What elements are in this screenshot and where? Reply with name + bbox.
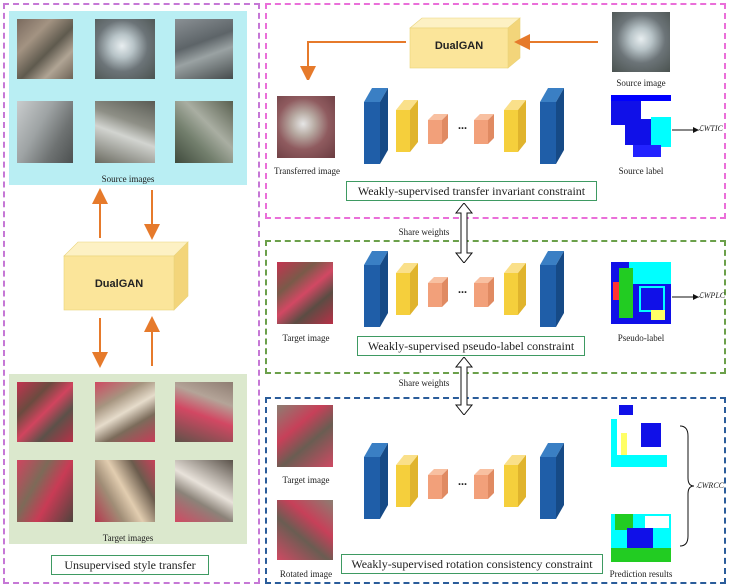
mid-loss-arrow	[672, 294, 699, 300]
rotated-image-label: Rotated image	[279, 569, 333, 579]
style-transfer-title: Unsupervised style transfer	[51, 555, 209, 575]
pseudo-label-title: Weakly-supervised pseudo-label constrain…	[357, 336, 585, 356]
target-images-caption: Target images	[102, 533, 154, 543]
source-image-thumb	[95, 101, 155, 163]
top-gan-arrows	[300, 34, 598, 80]
source-label-map	[611, 95, 671, 157]
transferred-image	[277, 96, 335, 158]
share-weights-label-2: Share weights	[398, 378, 450, 388]
source-image-label: Source image	[616, 78, 666, 88]
mid-loss-label: ℒWPLC	[698, 291, 726, 300]
target-image-label: Target image	[282, 333, 330, 343]
source-images-caption: Source images	[101, 174, 155, 184]
target-image-bottom	[277, 405, 333, 467]
top-network	[364, 88, 564, 164]
rotated-image	[277, 500, 333, 560]
rotation-consistency-title: Weakly-supervised rotation consistency c…	[341, 554, 603, 574]
transfer-invariant-panel	[265, 3, 726, 219]
left-dualgan-label: DualGAN	[94, 278, 144, 290]
prediction-results-label: Prediction results	[609, 569, 673, 579]
source-image-thumb	[17, 19, 73, 79]
target-image-thumb	[95, 382, 155, 442]
prediction-result-1	[611, 405, 671, 467]
share-weights-arrow-1	[454, 203, 474, 263]
prediction-brace	[679, 425, 695, 547]
top-loss-arrow	[672, 127, 699, 133]
target-image-thumb	[175, 382, 233, 442]
transferred-image-label: Transferred image	[274, 166, 340, 176]
target-image-thumb	[17, 460, 73, 522]
target-image-label-bottom: Target image	[282, 475, 330, 485]
source-image-thumb	[95, 19, 155, 79]
source-label-caption: Source label	[618, 166, 664, 176]
source-image	[612, 12, 670, 72]
style-transfer-panel	[3, 3, 260, 584]
pseudo-label-map	[611, 262, 671, 324]
source-image-thumb	[175, 19, 233, 79]
top-dualgan-box	[409, 17, 521, 69]
share-weights-label-1: Share weights	[398, 227, 450, 237]
arrow-gan-to-transferred	[300, 41, 406, 80]
target-image-thumb	[17, 382, 73, 442]
source-image-thumb	[17, 101, 73, 163]
share-weights-arrow-2	[454, 357, 474, 415]
bottom-network	[364, 443, 564, 519]
prediction-result-2	[611, 500, 671, 562]
mid-network	[364, 251, 564, 327]
target-image-thumb	[175, 460, 233, 522]
bottom-loss-label: ℒWRCC	[696, 481, 724, 490]
top-loss-label: ℒWTIC	[698, 124, 723, 133]
top-ellipsis: ...	[458, 118, 467, 132]
target-image-thumb	[95, 460, 155, 522]
target-image	[277, 262, 333, 324]
pseudo-label-panel	[265, 240, 726, 374]
transfer-invariant-title: Weakly-supervised transfer invariant con…	[346, 181, 597, 201]
top-dualgan-label: DualGAN	[434, 40, 484, 52]
source-image-thumb	[175, 101, 233, 163]
left-arrows-top	[92, 188, 160, 240]
left-dualgan-box	[63, 241, 189, 311]
pseudo-label-caption: Pseudo-label	[617, 333, 665, 343]
mid-ellipsis: ...	[458, 282, 467, 296]
left-arrows-bottom	[92, 316, 160, 368]
bottom-ellipsis: ...	[458, 474, 467, 488]
rotation-consistency-panel	[265, 397, 726, 584]
